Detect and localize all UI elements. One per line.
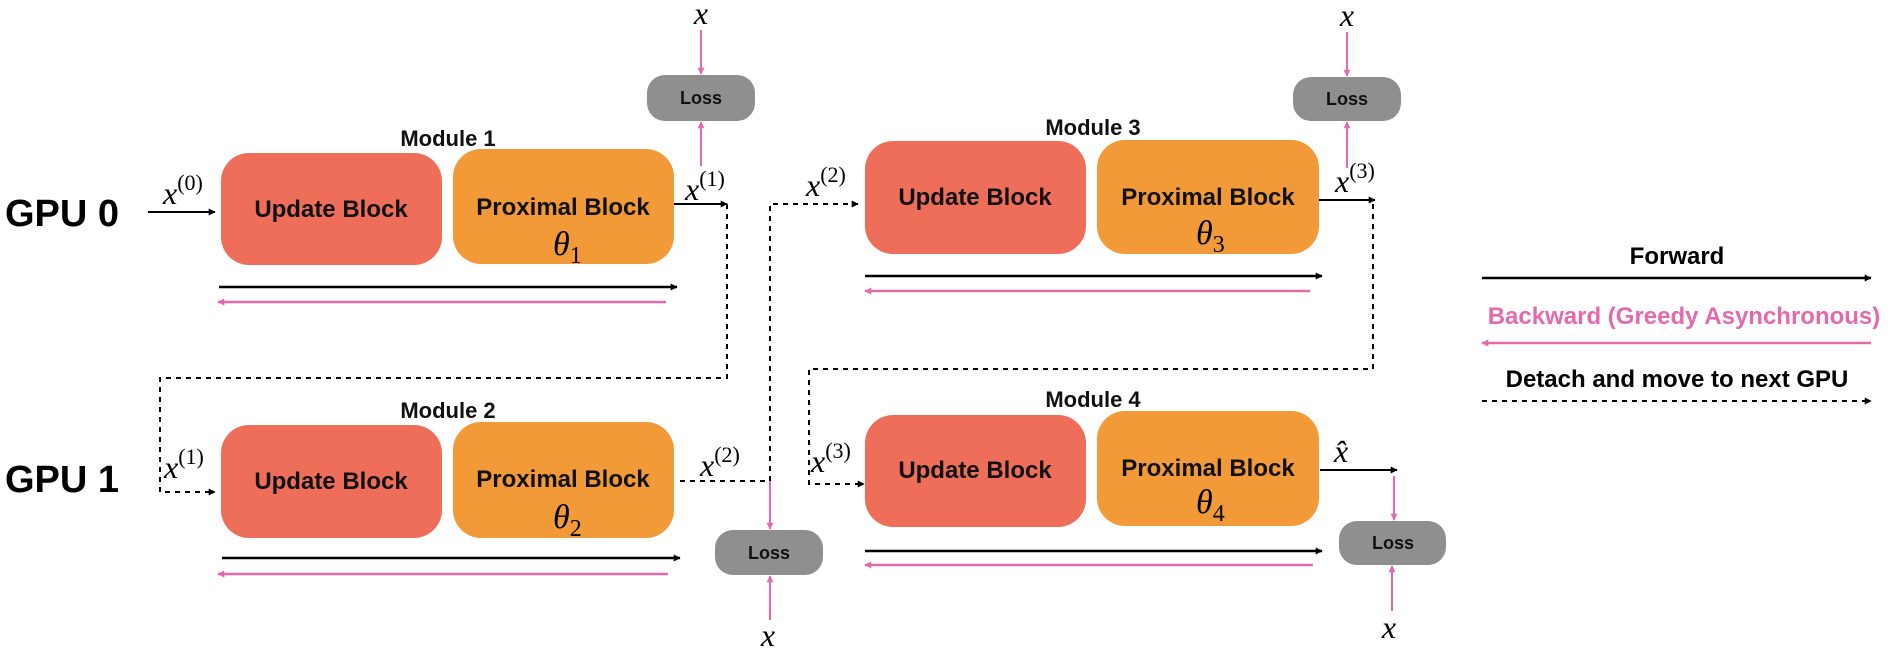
loss-label: Loss — [748, 543, 790, 563]
module-label: Module 2 — [400, 398, 495, 423]
target-x-label: x — [693, 0, 708, 31]
proximal-block-label: Proximal Block — [1121, 184, 1295, 211]
target-x-label: x — [1339, 0, 1354, 33]
loss-block — [715, 530, 823, 575]
xhat-label: x̂ — [1333, 433, 1348, 469]
update-block — [865, 141, 1086, 254]
loss-label: Loss — [1326, 89, 1368, 109]
target-x-label: x — [760, 617, 775, 652]
detach-arrow — [808, 204, 1374, 488]
x2-label-gpu0: x(2) — [805, 162, 846, 203]
proximal-block — [1097, 140, 1319, 254]
update-block-label: Update Block — [254, 196, 408, 223]
loss-label: Loss — [680, 88, 722, 108]
loss-block — [1293, 77, 1401, 121]
module-1: Module 1 Update Block Proximal Block θ1 — [217, 126, 678, 306]
proximal-block-label: Proximal Block — [476, 194, 650, 221]
legend-detach-label: Detach and move to next GPU — [1506, 366, 1849, 393]
update-block — [221, 425, 442, 538]
module-label: Module 1 — [400, 126, 495, 151]
theta-label: θ4 — [1196, 484, 1225, 527]
proximal-block — [453, 422, 674, 538]
proximal-block — [453, 149, 674, 264]
loss-label: Loss — [1372, 533, 1414, 553]
module-label: Module 3 — [1045, 115, 1140, 140]
update-block — [865, 415, 1086, 527]
proximal-block — [1097, 411, 1319, 526]
theta-label: θ3 — [1196, 215, 1225, 258]
detach-arrow — [159, 204, 728, 496]
target-x-label: x — [1381, 609, 1396, 645]
update-block-label: Update Block — [898, 457, 1052, 484]
module-2: Module 2 Update Block Proximal Block θ2 — [217, 398, 681, 578]
theta-label: θ1 — [553, 226, 582, 269]
proximal-block-label: Proximal Block — [476, 466, 650, 493]
update-block-label: Update Block — [898, 184, 1052, 211]
x1-label: x(1) — [684, 166, 725, 207]
x3-label-gpu1: x(3) — [810, 438, 851, 479]
detach-arrow — [680, 200, 859, 482]
theta-label: θ2 — [553, 499, 582, 542]
proximal-block-label: Proximal Block — [1121, 455, 1295, 482]
x3-label: x(3) — [1334, 158, 1375, 199]
legend-forward-label: Forward — [1630, 243, 1725, 270]
legend-backward-label: Backward (Greedy Asynchronous) — [1488, 303, 1881, 330]
legend: Forward Backward (Greedy Asynchronous) D… — [1481, 243, 1881, 405]
x1-label-gpu1: x(1) — [163, 444, 204, 485]
module-4: Module 4 Update Block Proximal Block θ4 — [864, 387, 1323, 569]
x0-label: x(0) — [162, 170, 203, 211]
gpu-0-label: GPU 0 — [5, 193, 119, 235]
gpu-1-label: GPU 1 — [5, 459, 119, 501]
update-block — [221, 153, 442, 265]
update-block-label: Update Block — [254, 468, 408, 495]
x2-label: x(2) — [699, 442, 740, 483]
loss-block — [1339, 521, 1446, 565]
loss-block — [647, 75, 755, 121]
module-3: Module 3 Update Block Proximal Block θ3 — [864, 115, 1323, 295]
module-label: Module 4 — [1045, 387, 1141, 412]
